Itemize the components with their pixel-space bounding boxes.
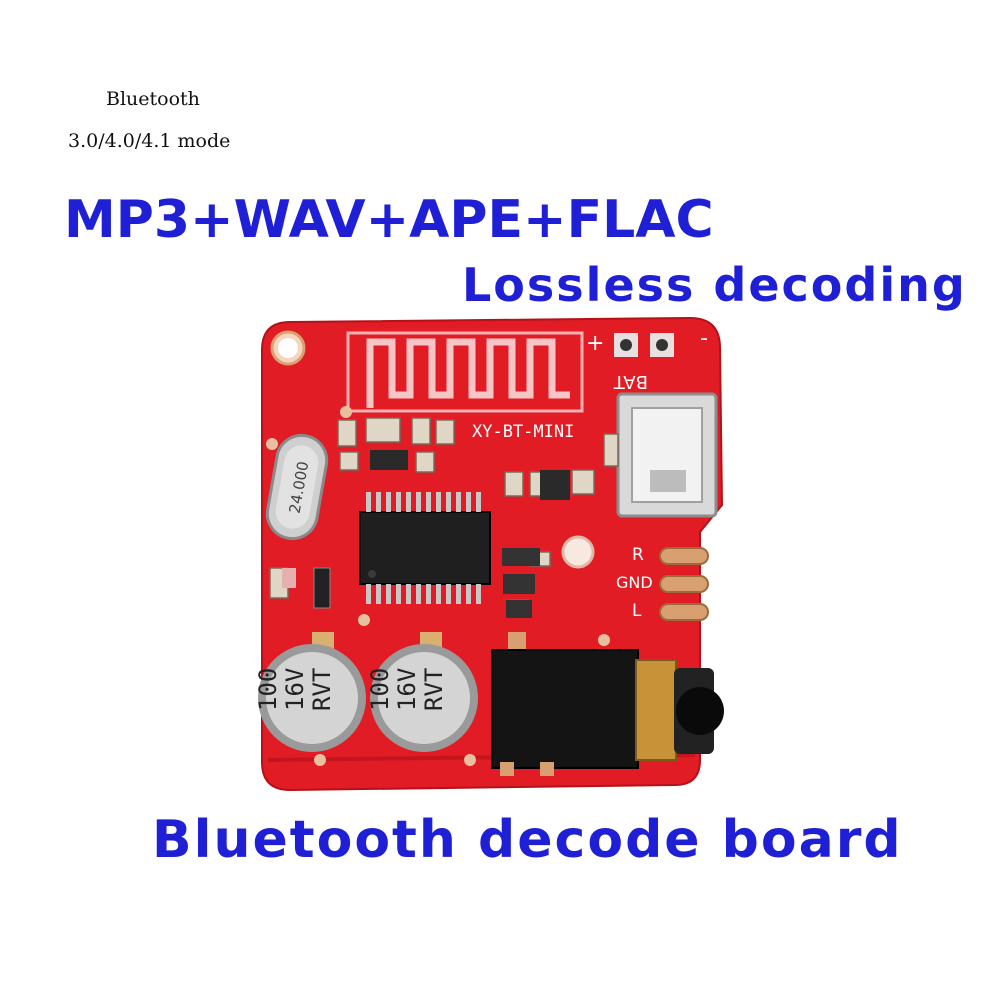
antenna-area: [346, 331, 584, 413]
capacitor-right: 100 16V RVT: [366, 632, 478, 752]
antenna-trace: [366, 338, 570, 408]
bluetooth-mode-caption: 3.0/4.0/4.1 mode: [68, 130, 231, 152]
cap-right-value: 100: [366, 668, 394, 711]
pin-gnd-label: GND: [616, 573, 653, 592]
bluetooth-caption: Bluetooth: [106, 88, 200, 110]
bat-label: BAT: [613, 371, 648, 392]
audio-jack: [491, 632, 724, 776]
cap-left-value: 100: [254, 668, 282, 711]
lossless-subtitle: Lossless decoding: [462, 258, 967, 312]
board-title: Bluetooth decode board: [152, 810, 903, 870]
formats-headline: MP3+WAV+APE+FLAC: [64, 190, 714, 250]
pin-r-label: R: [632, 545, 644, 565]
crystal-oscillator: 24.000: [265, 433, 329, 541]
plus-label: +: [586, 331, 604, 356]
model-label: XY-BT-MINI: [472, 422, 574, 442]
capacitor-left: 100 16V RVT: [254, 632, 366, 752]
cap-right-brand: RVT: [420, 668, 448, 711]
main-ic-chip: [359, 492, 491, 604]
cap-left-brand: RVT: [308, 668, 336, 711]
minus-label: -: [700, 326, 708, 351]
cap-right-voltage: 16V: [393, 668, 421, 711]
cap-left-voltage: 16V: [281, 668, 309, 711]
pin-l-label: L: [632, 601, 642, 621]
